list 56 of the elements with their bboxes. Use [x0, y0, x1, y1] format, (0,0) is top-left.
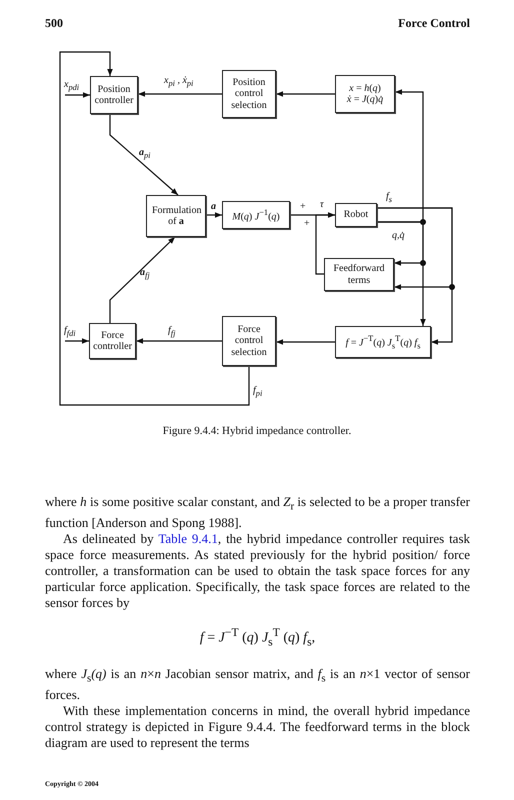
- arrow: [315, 212, 335, 275]
- arrow: [206, 212, 222, 218]
- paragraph: where J$_{s}$(q) is an n×n Jacobian sensor matrix, and f$_{s}$ is an n×1 vector of sensor forces.: [45, 666, 470, 703]
- edge-label: a: [211, 202, 216, 212]
- block-label: Feedforward terms: [332, 263, 386, 286]
- block: [90, 76, 138, 114]
- block-label: f = J$^{−T}$(q) J$_{s}$$^{T}$(q) f$_{s}$: [346, 334, 420, 350]
- equation: f = J$^{−T}$ (q) J$_{s}$$^{T}$ (q) f$_{s}$,: [198, 624, 316, 650]
- block: [89, 323, 136, 359]
- arrow: [109, 114, 178, 196]
- arrow: [109, 236, 176, 323]
- block: [335, 203, 377, 227]
- block: [222, 316, 276, 366]
- arrow: [136, 338, 222, 344]
- edge-label: f$_{pi}$: [253, 386, 262, 398]
- arrow: [377, 221, 426, 326]
- block: [324, 258, 394, 291]
- arrow: [276, 339, 335, 345]
- arrow: [138, 91, 222, 97]
- figure-caption: Figure 9.4.4: Hybrid impedance controller.: [162, 425, 352, 437]
- block-label: M(q) J$^{−1}$(q): [232, 208, 280, 222]
- block: [222, 201, 290, 229]
- block-label: x = h(q): [349, 82, 381, 94]
- page-number: 500: [45, 16, 63, 31]
- paragraph: where h is some positive scalar constant, and Z$_{r}$ is selected to be a proper transfer function [Anderson and Spong 1988].: [45, 494, 470, 531]
- running-header: Force Control: [398, 16, 470, 31]
- block-label: Formulation of a: [152, 204, 200, 228]
- paragraph: As delineated by Table 9.4.1, the hybrid impedance controller requires task space force measurements. As stated previously for the hybrid position/ force controller, a transformation can be used to obtain the task space forces for any particular force application. Specifically, the task space forces are related to the sensor forces by: [45, 530, 470, 611]
- block-label: ẋ = J(q)q̇: [346, 94, 384, 106]
- edge-label: f$_{fj}$: [168, 326, 176, 338]
- block-label: Force control selection: [230, 324, 268, 358]
- edge-label: f$_{fdi}$: [64, 326, 76, 338]
- edge-label: x$_{pi}$ , ẋ$_{pi}$: [164, 76, 194, 88]
- arrow: [65, 92, 90, 98]
- paragraph: With these implementation concerns in mind, the overall hybrid impedance control strategy is depicted in Figure 9.4.4. The feedforward terms in the block diagram are used to represent the terms: [45, 702, 470, 751]
- block-label: Force controller: [92, 330, 133, 352]
- edge-label: a$_{pi}$: [139, 148, 150, 160]
- arrow: [276, 91, 335, 97]
- edge-label: a$_{fj}$: [140, 268, 150, 280]
- block: [335, 326, 431, 358]
- block: [146, 195, 206, 237]
- block: [222, 70, 276, 118]
- block: [335, 75, 395, 113]
- arrow: [377, 207, 453, 290]
- edge-label: τ: [320, 200, 324, 210]
- table-link: Table 9.4.1: [158, 530, 218, 546]
- edge-label: f$_{s}$: [386, 192, 392, 204]
- arrow: [59, 51, 250, 406]
- edge-label: q,q̇: [392, 231, 404, 241]
- sign-label: +: [300, 202, 306, 212]
- block-label: Robot: [344, 209, 368, 221]
- sign-label: +: [304, 219, 310, 229]
- block-label: Position control selection: [230, 76, 268, 112]
- arrow: [65, 338, 89, 344]
- edge-label: x$_{pdi}$: [64, 80, 80, 92]
- block-label: Position controller: [94, 84, 134, 106]
